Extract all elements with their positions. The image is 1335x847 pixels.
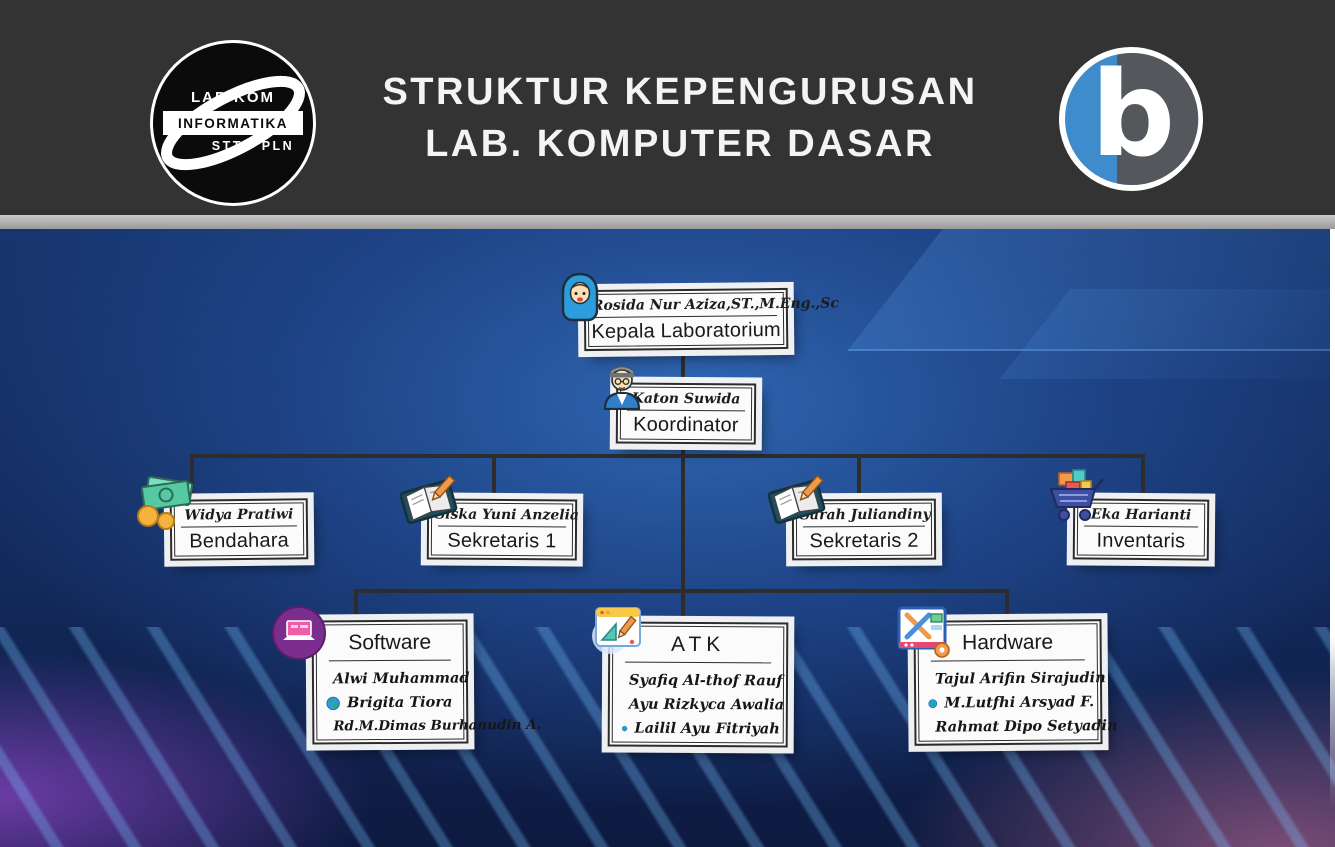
node-role: Kepala Laboratorium — [591, 319, 781, 343]
man-avatar-icon — [597, 360, 647, 415]
swoosh-icon — [161, 75, 305, 171]
list-item: Lailil Ayu Fitriyah — [621, 719, 780, 738]
member-name: Tajul Arifin Sirajudin — [934, 669, 1106, 688]
hijab-woman-avatar-icon — [556, 272, 604, 329]
shopping-cart-icon — [1043, 465, 1109, 530]
connector-drop-sekretaris2 — [857, 454, 861, 502]
node-name: Rosida Nur Aziza,ST.,M.Eng.,Sc — [591, 295, 839, 314]
labkom-logo-bar: INFORMATIKA — [163, 111, 303, 135]
list-item: Tajul Arifin Sirajudin — [928, 669, 1106, 687]
tools-icon — [894, 602, 952, 663]
connector-drop-hardware — [1005, 589, 1009, 623]
member-name: Rahmat Dipo Setyadin — [935, 717, 1118, 736]
list-item: Rd.M.Dimas Burhanudin A. — [326, 717, 541, 735]
labkom-logo: LAB KOM INFORMATIKA STT • PLN — [150, 40, 316, 206]
member-name: Alwi Muhammad — [332, 669, 470, 688]
connector-drop-bendahara — [190, 454, 194, 502]
stationery-icon — [586, 602, 646, 665]
list-item: Syafiq Al-thof Rauf — [622, 671, 783, 690]
member-name: Syafiq Al-thof Rauf — [628, 671, 783, 690]
labkom-logo-line2: INFORMATIKA — [178, 115, 288, 131]
connector-drop-sekretaris1 — [492, 454, 496, 502]
list-item: Alwi Muhammad — [326, 669, 470, 688]
list-item: Brigita Tiora — [326, 694, 460, 712]
globe-icon — [326, 696, 340, 710]
list-item: M.Lutfhi Arsyad F. — [928, 693, 1095, 712]
member-list: Alwi Muhammad Brigita Tiora Rd.M.Dimas B… — [314, 660, 541, 742]
labkom-logo-line1: LAB KOM — [191, 89, 275, 106]
money-icon — [135, 475, 199, 535]
node-role: Inventaris — [1096, 529, 1186, 553]
page-title-line1: STRUKTUR KEPENGURUSAN — [382, 71, 978, 113]
node-kepala-laboratorium: Rosida Nur Aziza,ST.,M.Eng.,Sc Kepala La… — [583, 287, 839, 352]
page-title-line2: LAB. KOMPUTER DASAR — [425, 123, 935, 165]
member-name: Brigita Tiora — [347, 693, 453, 712]
laptop-icon — [272, 606, 326, 665]
globe-icon — [621, 725, 628, 731]
list-item: Ayu Rizkyca Awalia — [622, 696, 784, 714]
node-division-software: Software Alwi Muhammad Brigita Tiora Rd.… — [311, 619, 541, 745]
list-item: Rahmat Dipo Setyadin — [928, 717, 1117, 736]
notebook-pencil-icon — [397, 471, 461, 534]
connector-center-down — [681, 454, 685, 592]
node-division-hardware: Hardware Tajul Arifin Sirajudin M.Lutfhi… — [913, 619, 1118, 746]
node-division-atk: ATK Syafiq Al-thof Rauf Ayu Rizkyca Awal… — [607, 621, 789, 748]
globe-icon — [928, 698, 938, 708]
separator-bar — [0, 215, 1335, 229]
b-logo-icon: b — [1059, 45, 1203, 191]
member-name: M.Lutfhi Arsyad F. — [944, 693, 1095, 712]
connector-drop-software — [354, 589, 358, 623]
member-name: Lailil Ayu Fitriyah — [634, 719, 780, 738]
connector-drop-atk — [681, 589, 685, 623]
page-edge-strip — [1330, 229, 1335, 809]
connector-drop-inventaris — [1141, 454, 1145, 502]
svg-text:b: b — [1091, 45, 1175, 183]
connector-root-coordinator — [681, 346, 685, 386]
connector-branch-horizontal — [190, 454, 1145, 458]
member-name: Ayu Rizkyca Awalia — [628, 695, 785, 714]
connector-coordinator-down — [681, 432, 685, 458]
member-list: Tajul Arifin Sirajudin M.Lutfhi Arsyad F… — [916, 660, 1118, 744]
member-name: Rd.M.Dimas Burhanudin A. — [333, 716, 542, 735]
b-logo: b — [1057, 45, 1205, 193]
labkom-logo-line3: STT • PLN — [211, 139, 295, 153]
node-role: Koordinator — [633, 413, 739, 437]
member-list: Syafiq Al-thof Rauf Ayu Rizkyca Awalia L… — [610, 663, 786, 746]
header-band: LAB KOM INFORMATIKA STT • PLN STRUKTUR K… — [0, 0, 1335, 215]
page-title: STRUKTUR KEPENGURUSAN LAB. KOMPUTER DASA… — [320, 66, 1040, 170]
division-title: Software — [348, 630, 432, 655]
notebook-pencil-icon — [765, 471, 829, 534]
